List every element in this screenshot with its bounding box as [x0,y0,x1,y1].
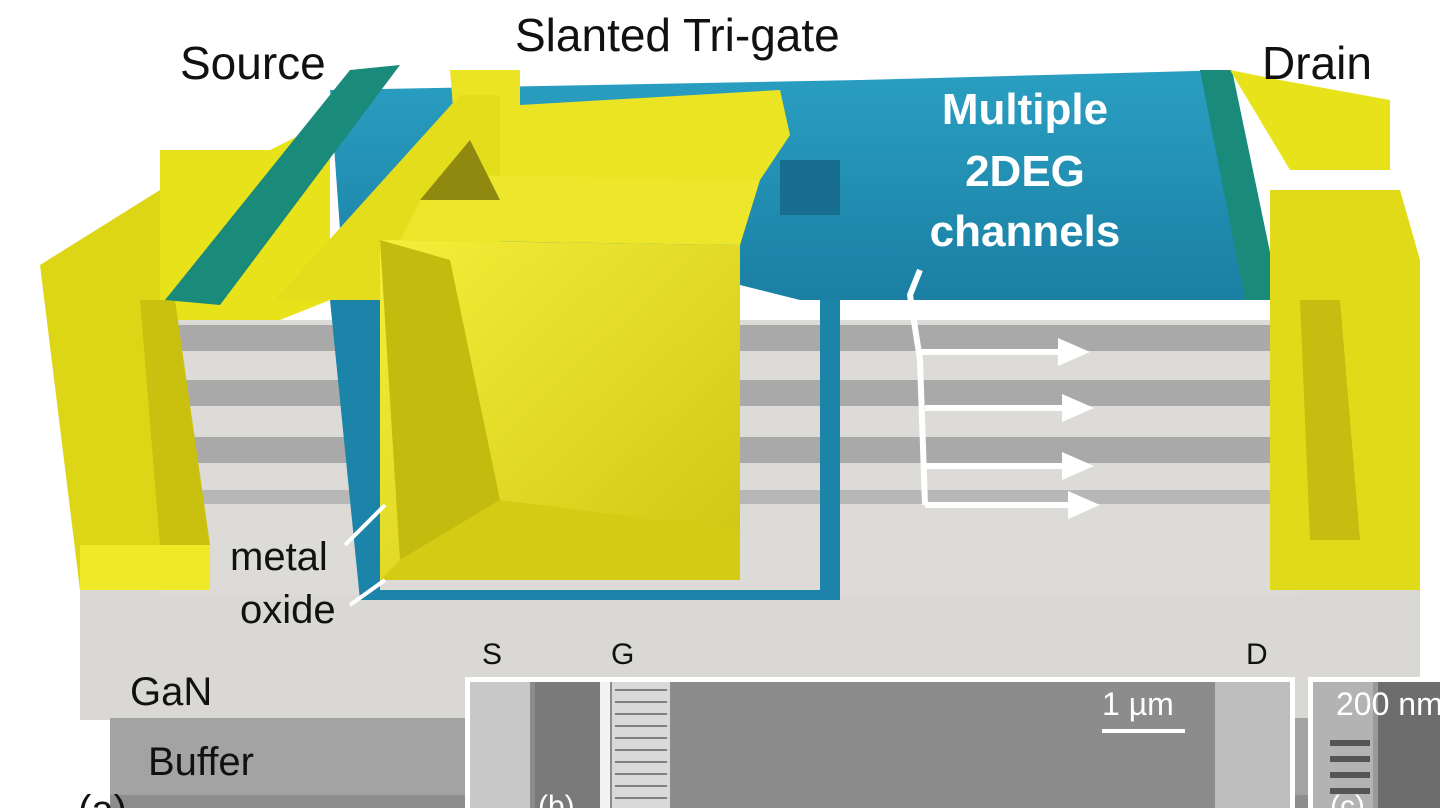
sem-source-label: S [482,638,503,671]
source-label: Source [180,37,326,89]
drain-contact [1230,70,1420,590]
sem-panel-b [465,677,1295,808]
scale-bar-b-label: 1 µm [1102,686,1174,722]
source-teal-strip [165,65,400,305]
oxide-label: oxide [240,588,336,632]
sem-c-bands [1330,740,1370,794]
channel-arrows [906,268,1070,508]
panel-b-tag: (b) [538,792,575,808]
sem-gate-label: G [611,638,635,671]
channels-label-line1: Multiple [941,85,1109,134]
drain-label: Drain [1262,37,1372,89]
metal-label: metal [230,535,328,579]
buffer-label: Buffer [148,740,254,784]
gan-label: GaN [130,670,213,714]
slanted-trigate [275,70,790,580]
channels-label-line3: channels [929,207,1121,256]
sem-gate-fins [615,689,667,799]
metal-pointer [343,503,387,547]
scale-bar-c-label: 200 nm [1336,688,1440,720]
arrow-heads [1058,338,1100,519]
panel-c-tag: (c) [1330,792,1365,808]
channels-label-line2: 2DEG [965,147,1085,196]
oxide-notch [780,160,840,215]
panel-a-tag: (a) [78,790,127,808]
gate-label: Slanted Tri-gate [515,9,840,61]
oxide-pointer [348,578,387,607]
sem-drain-label: D [1246,638,1268,671]
drain-teal-strip [1200,70,1280,300]
